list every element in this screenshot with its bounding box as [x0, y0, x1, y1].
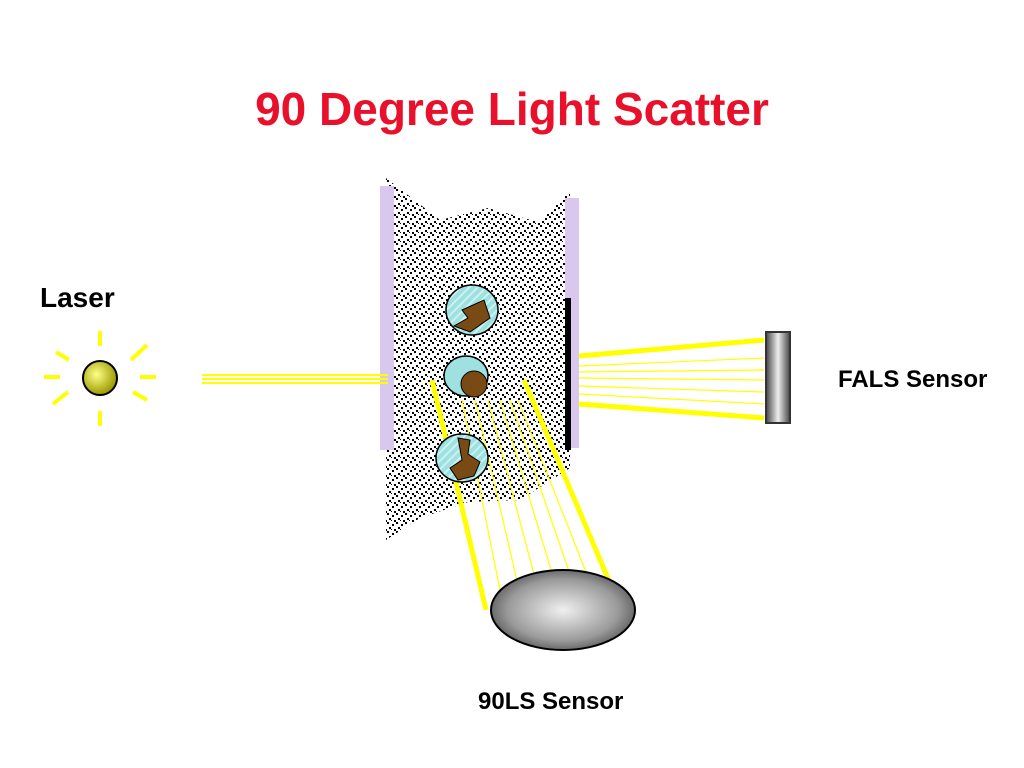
- forward-scatter-rays: [578, 337, 765, 421]
- ls90-sensor-icon: [490, 569, 636, 651]
- beam-stop: [565, 298, 571, 450]
- cell-middle: [443, 355, 489, 398]
- fals-sensor-icon: [765, 331, 791, 424]
- ls90-sensor-label: 90LS Sensor: [478, 688, 624, 715]
- laser-beam: [202, 374, 388, 384]
- laser-label: Laser: [40, 282, 115, 313]
- cell-bottom: [435, 433, 489, 483]
- side-scatter-rays: [429, 379, 615, 611]
- left-window: [380, 186, 394, 450]
- cell-top: [445, 284, 499, 336]
- fals-sensor-label: FALS Sensor: [838, 366, 988, 393]
- laser-source-icon: [44, 331, 156, 426]
- page-title: 90 Degree Light Scatter: [255, 83, 769, 135]
